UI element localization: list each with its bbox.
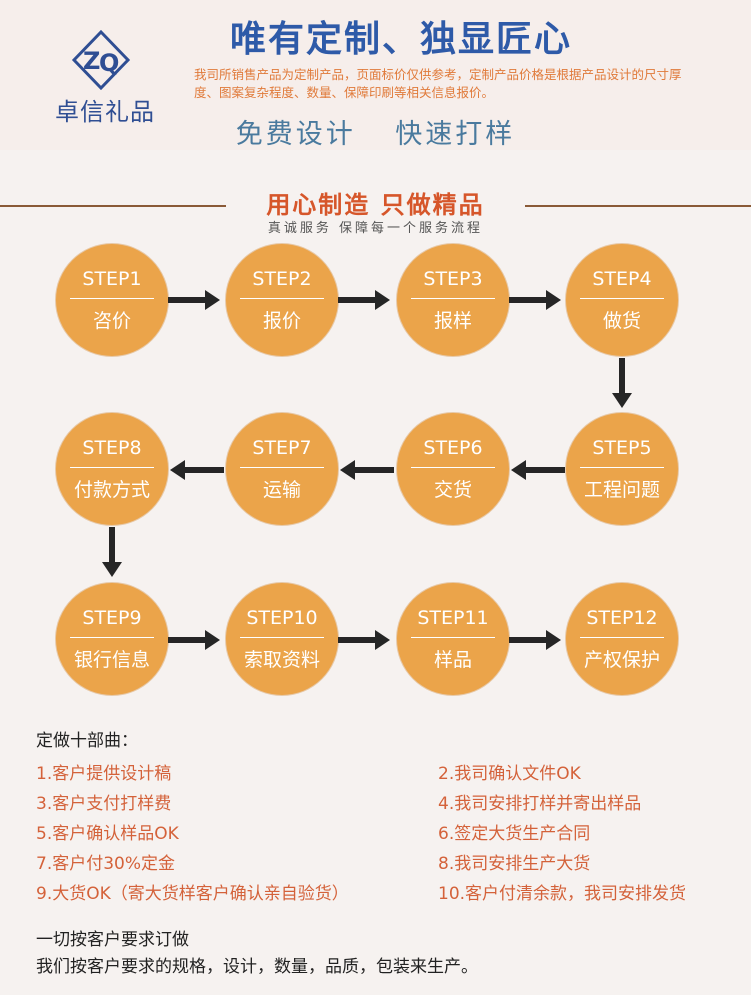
header-banner	[0, 0, 751, 150]
process-step-6: 6.签定大货生产合同	[438, 824, 591, 844]
step-number: STEP3	[423, 268, 483, 290]
pricing-notice: 我司所销售产品为定制产品，页面标价仅供参考，定制产品价格是根据产品设计的尺寸厚度…	[194, 67, 682, 100]
section-title: 用心制造 只做精品	[266, 191, 485, 219]
page-slogan: 唯有定制、独显匠心	[230, 19, 573, 60]
step-number: STEP4	[592, 268, 652, 290]
step-circle-1: STEP1 咨价	[56, 244, 168, 356]
flow-arrow-right-icon	[338, 290, 390, 310]
brand-logo-icon: Z Q	[71, 30, 131, 90]
process-step-1: 1.客户提供设计稿	[36, 764, 172, 784]
step-number: STEP5	[592, 437, 652, 459]
flow-arrow-left-icon	[170, 460, 224, 480]
step-number: STEP1	[82, 268, 142, 290]
step-circle-7: STEP7 运输	[226, 413, 338, 525]
step-divider	[580, 467, 664, 468]
step-name: 银行信息	[73, 649, 150, 671]
step-circle-11: STEP11 样品	[397, 583, 509, 695]
step-number: STEP7	[252, 437, 312, 459]
svg-text:Q: Q	[99, 49, 119, 77]
step-name: 交货	[433, 479, 472, 501]
step-number: STEP9	[82, 607, 142, 629]
step-name: 报样	[433, 310, 472, 332]
step-divider	[70, 637, 154, 638]
flow-arrow-down-icon	[612, 358, 632, 408]
fast-sample-label: 快速打样	[395, 119, 516, 150]
flow-arrow-left-icon	[511, 460, 565, 480]
flow-arrow-right-icon	[338, 630, 390, 650]
step-name: 样品	[433, 649, 472, 671]
flow-arrow-left-icon	[340, 460, 394, 480]
step-divider	[580, 637, 664, 638]
process-step-8: 8.我司安排生产大货	[438, 854, 591, 874]
step-number: STEP6	[423, 437, 483, 459]
service-tagline: 免费设计 快速打样	[0, 112, 751, 151]
step-number: STEP2	[252, 268, 312, 290]
step-divider	[70, 467, 154, 468]
flow-arrow-right-icon	[509, 290, 561, 310]
process-step-4: 4.我司安排打样并寄出样品	[438, 794, 642, 814]
step-circle-10: STEP10 索取资料	[226, 583, 338, 695]
step-circle-12: STEP12 产权保护	[566, 583, 678, 695]
process-step-2: 2.我司确认文件OK	[438, 764, 581, 784]
step-divider	[240, 298, 324, 299]
step-number: STEP10	[246, 607, 318, 629]
step-name: 工程问题	[583, 479, 660, 501]
brand-name: 卓信礼品	[55, 98, 155, 126]
step-circle-3: STEP3 报样	[397, 244, 509, 356]
step-name: 运输	[262, 479, 301, 501]
step-divider	[240, 467, 324, 468]
process-step-3: 3.客户支付打样费	[36, 794, 172, 814]
free-design-label: 免费设计	[235, 119, 356, 150]
process-heading: 定做十部曲：	[36, 731, 138, 751]
process-step-7: 7.客户付30%定金	[36, 854, 176, 874]
step-divider	[411, 298, 495, 299]
step-divider	[240, 637, 324, 638]
step-name: 索取资料	[243, 649, 320, 671]
step-circle-6: STEP6 交货	[397, 413, 509, 525]
flow-arrow-right-icon	[168, 630, 220, 650]
flow-arrow-down-icon	[102, 527, 122, 577]
process-step-10: 10.客户付清余款，我司安排发货	[438, 884, 687, 904]
section-subtitle: 真诚服务 保障每一个服务流程	[267, 221, 484, 236]
step-name: 产权保护	[583, 649, 660, 671]
process-step-5: 5.客户确认样品OK	[36, 824, 179, 844]
step-circle-5: STEP5 工程问题	[566, 413, 678, 525]
step-number: STEP11	[417, 607, 489, 629]
process-step-9: 9.大货OK（寄大货样客户确认亲自验货）	[36, 884, 349, 904]
footer-line-2: 我们按客户要求的规格，设计，数量，品质，包装来生产。	[36, 957, 478, 977]
flow-arrow-right-icon	[509, 630, 561, 650]
step-name: 咨价	[92, 310, 131, 332]
divider-right	[525, 205, 751, 207]
step-divider	[580, 298, 664, 299]
step-circle-9: STEP9 银行信息	[56, 583, 168, 695]
step-divider	[411, 467, 495, 468]
step-divider	[70, 298, 154, 299]
step-circle-4: STEP4 做货	[566, 244, 678, 356]
footer-line-1: 一切按客户要求订做	[36, 930, 189, 950]
step-number: STEP12	[586, 607, 658, 629]
svg-text:Z: Z	[83, 47, 100, 75]
step-divider	[411, 637, 495, 638]
step-name: 做货	[602, 310, 641, 332]
step-name: 报价	[262, 310, 301, 332]
step-name: 付款方式	[73, 479, 150, 501]
step-circle-8: STEP8 付款方式	[56, 413, 168, 525]
step-circle-2: STEP2 报价	[226, 244, 338, 356]
step-number: STEP8	[82, 437, 142, 459]
divider-left	[0, 205, 226, 207]
flow-arrow-right-icon	[168, 290, 220, 310]
